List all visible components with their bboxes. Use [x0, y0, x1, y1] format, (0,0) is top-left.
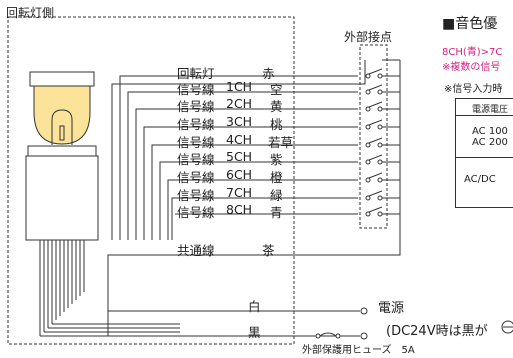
power-terminal [360, 307, 368, 315]
table-row: AC/DC [464, 174, 496, 185]
rotating-light-icon [25, 71, 99, 241]
voltage-table: 電源電圧 AC 100 AC 200 AC/DC [455, 98, 513, 208]
black-terminal [360, 332, 368, 340]
wire-name: 信号線 [177, 170, 215, 185]
wire-color: 橙 [270, 170, 283, 185]
fuse-icon [315, 332, 341, 339]
dc-note: (DC24V時は黒が [386, 324, 488, 339]
contact-switches [365, 68, 383, 217]
wire-color: 茶 [262, 243, 275, 258]
wire-name: 信号線 [177, 135, 215, 150]
wire-channel: 5CH [226, 149, 253, 164]
rotating-light-frame [7, 16, 295, 345]
wire-color: 赤 [262, 66, 275, 81]
wire-color: 青 [270, 205, 283, 220]
external-contacts-label: 外部接点 [344, 30, 393, 44]
wire-color: 緑 [270, 188, 283, 203]
wire-channel: 3CH [226, 114, 253, 129]
black-wire-label: 黒 [248, 325, 261, 340]
wire-color: 空 [270, 82, 283, 97]
wire-channel: 4CH [226, 132, 253, 147]
cable-bundle [39, 240, 180, 337]
wire-name: 信号線 [177, 82, 215, 97]
white-wire-label: 白 [248, 299, 261, 314]
wire-color: 若草 [268, 135, 294, 150]
wire-name: 信号線 [177, 117, 215, 132]
wire-channel: 2CH [226, 96, 253, 111]
wire-name: 回転灯 [177, 66, 215, 81]
contact-bus [382, 59, 400, 215]
wire-name: 信号線 [177, 188, 215, 203]
wire-channel: 1CH [226, 79, 253, 94]
signal-wires [107, 60, 401, 337]
wire-channel: 6CH [226, 167, 253, 182]
rotating-light-side-label: 回転灯側 [6, 6, 55, 20]
wire-color: 黄 [270, 99, 283, 114]
wire-color: 紫 [270, 152, 283, 167]
table-header: 電源電圧 [456, 99, 513, 116]
wire-channel: 8CH [226, 202, 253, 217]
wire-name: 共通線 [177, 243, 215, 258]
power-label: 電源 [378, 301, 405, 316]
table-row: AC 100 AC 200 [456, 116, 513, 158]
wire-color: 桃 [270, 117, 283, 132]
wire-name: 信号線 [177, 205, 215, 220]
priority-note: 8CH(青)>7C [442, 47, 503, 58]
section-title: ■音色優 [442, 16, 498, 32]
table-cell: AC 100 [472, 126, 508, 137]
multi-signal-note: ※複数の信号 [442, 62, 501, 73]
wire-channel: 7CH [226, 185, 253, 200]
table-cell: AC 200 [472, 137, 508, 148]
wire-name: 信号線 [177, 152, 215, 167]
fuse-label: 外部保護用ヒューズ 5A [302, 345, 415, 356]
wire-name: 信号線 [177, 99, 215, 114]
signal-input-note: ※信号入力時 [444, 84, 503, 95]
